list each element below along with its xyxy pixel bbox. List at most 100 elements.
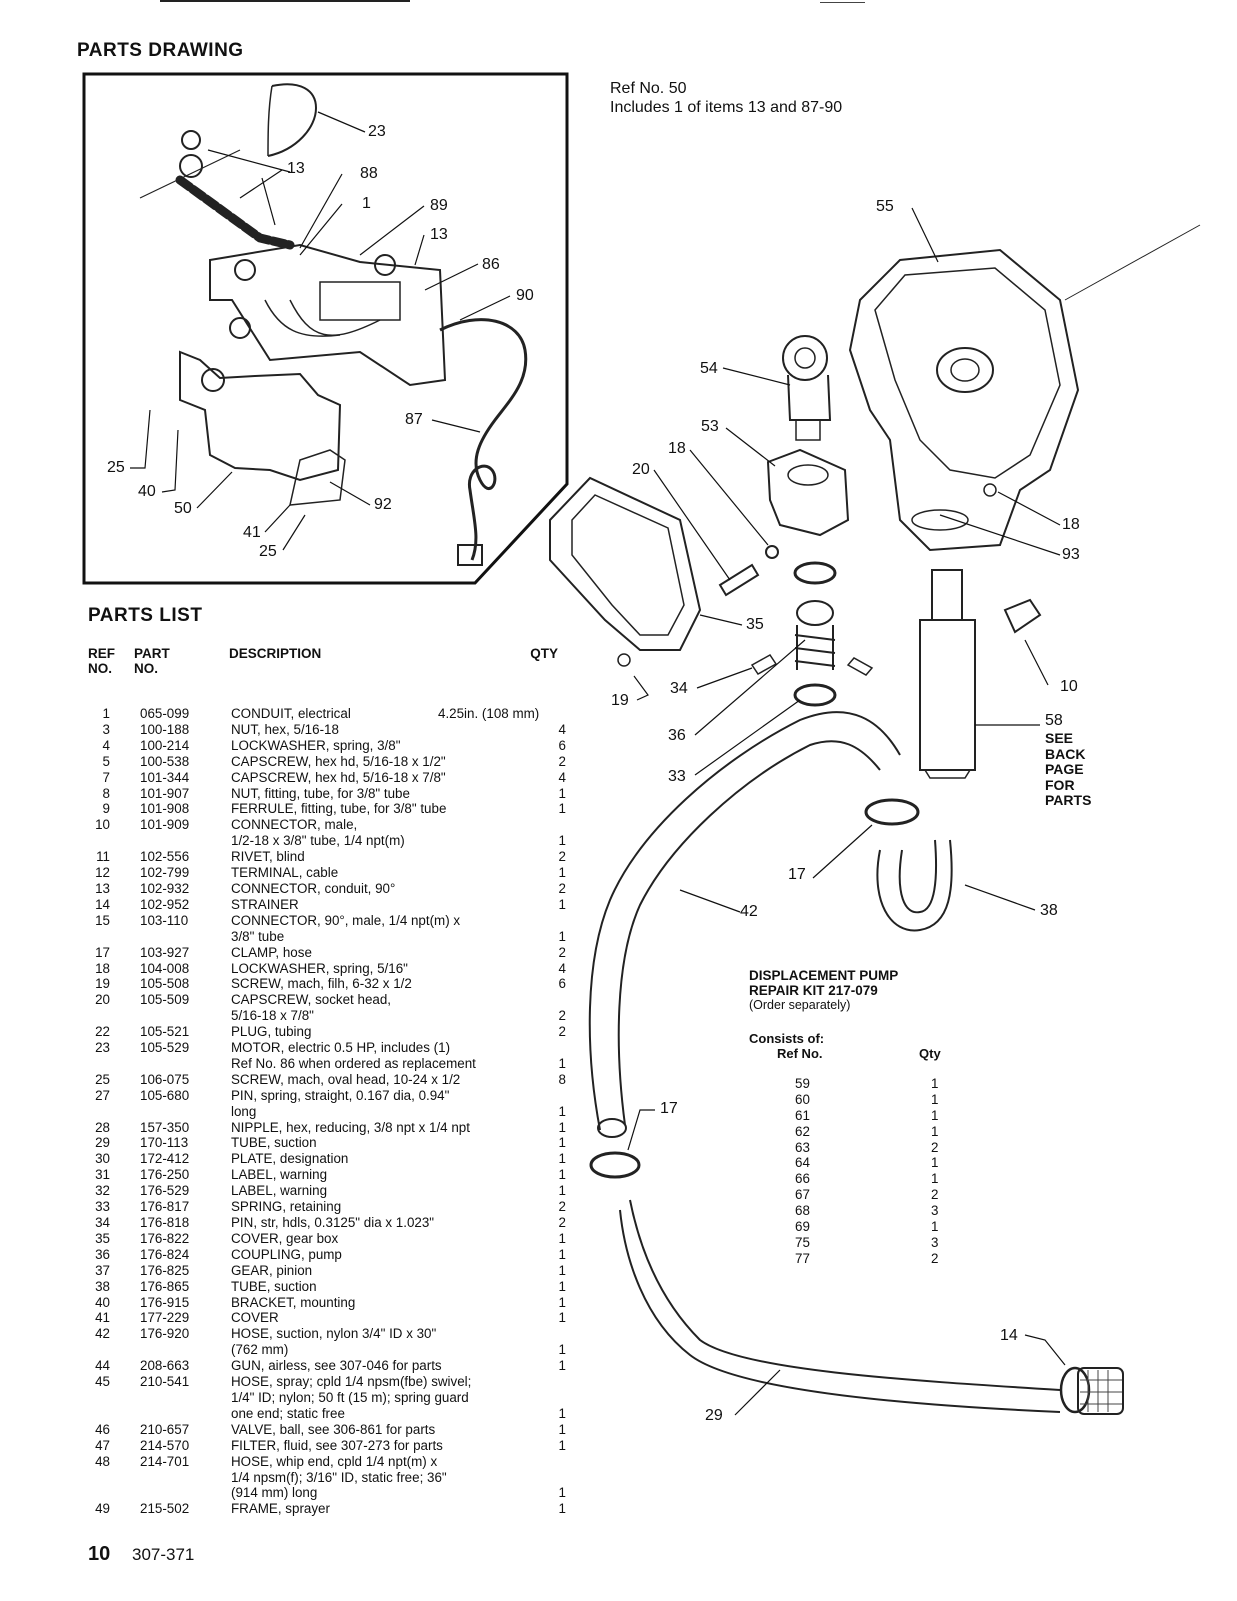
description-line: STRAINER [231, 896, 299, 912]
kit-qty: 3 [931, 1234, 939, 1250]
callout: 35 [746, 616, 764, 633]
ref-no: 42 [95, 1326, 110, 1342]
description-line: GEAR, pinion [231, 1262, 313, 1278]
description-line: PLATE, designation [231, 1151, 349, 1167]
qty: 1 [558, 1294, 566, 1310]
ref-no: 48 [95, 1453, 110, 1469]
qty: 1 [558, 1278, 566, 1294]
callout: 53 [701, 418, 719, 435]
description-line: HOSE, whip end, cpld 1/4 npt(m) x [231, 1453, 438, 1469]
part-no: 102-952 [140, 896, 190, 912]
description-line: SPRING, retaining [231, 1199, 342, 1215]
kit-qty: 2 [931, 1139, 939, 1155]
description-line: CAPSCREW, hex hd, 5/16-18 x 7/8" [231, 769, 446, 785]
qty: 2 [558, 1199, 566, 1215]
callout: 17 [788, 866, 806, 883]
top-rule-left [160, 0, 410, 2]
ref-note-line2: Includes 1 of items 13 and 87-90 [610, 99, 843, 116]
callout: 33 [668, 768, 686, 785]
callout: 19 [611, 692, 629, 709]
see-back-line: BACK [1045, 745, 1086, 762]
inset-callout: 13 [287, 160, 305, 177]
qty: 1 [558, 801, 566, 817]
ref-no: 15 [95, 912, 110, 928]
description: CAPSCREW, hex hd, 5/16-18 x 7/8" [231, 770, 531, 786]
description: BRACKET, mounting [231, 1295, 531, 1311]
part-no: 210-657 [140, 1421, 190, 1437]
callout: 36 [668, 727, 686, 744]
callout: 42 [740, 903, 758, 920]
ref-no: 17 [95, 944, 110, 960]
parts-list-title: PARTS LIST [88, 605, 203, 626]
part-no: 176-920 [140, 1326, 190, 1342]
part-no: 176-825 [140, 1262, 190, 1278]
description-line: one end; static free [231, 1405, 345, 1421]
description-line: SCREW, mach, filh, 6-32 x 1/2 [231, 976, 412, 992]
description-line: BRACKET, mounting [231, 1294, 356, 1310]
callout: 17 [660, 1100, 678, 1117]
part-no: 065-099 [140, 706, 190, 721]
part-no: 103-110 [140, 912, 189, 928]
kit-ref: 77 [795, 1250, 810, 1266]
repair-kit: DISPLACEMENT PUMP REPAIR KIT 217-079 (Or… [749, 968, 941, 1267]
part-no: 102-556 [140, 849, 190, 865]
description-line: COVER, gear box [231, 1230, 339, 1246]
part-no: 100-214 [140, 737, 190, 753]
description-line: CONNECTOR, male, [231, 817, 358, 833]
part-no: 176-824 [140, 1246, 190, 1262]
description: SCREW, mach, oval head, 10-24 x 1/2 [231, 1072, 531, 1088]
description-line: VALVE, ball, see 306-861 for parts [231, 1421, 436, 1437]
qty: 1 [558, 1405, 566, 1421]
kit-col-qty: Qty [919, 1046, 941, 1061]
see-back-line: PARTS [1045, 792, 1092, 808]
ref-no: 40 [95, 1294, 110, 1310]
ref-no: 27 [95, 1087, 110, 1103]
description: CONDUIT, electrical [231, 706, 531, 722]
description-line: NUT, fitting, tube, for 3/8" tube [231, 785, 410, 801]
callout: 18 [1062, 516, 1080, 533]
part-no: 101-908 [140, 801, 190, 817]
description-line: COVER [231, 1310, 279, 1326]
inset-callout: 50 [174, 500, 192, 517]
callout: 34 [670, 680, 688, 697]
description-line: long [231, 1103, 257, 1119]
qty: 2 [558, 753, 566, 769]
description-line: (762 mm) [231, 1342, 289, 1358]
inset-callout: 89 [430, 197, 448, 214]
qty: 1 [558, 1246, 566, 1262]
ref-no: 18 [95, 960, 110, 976]
part-no: 170-113 [140, 1135, 189, 1151]
ref-no: 47 [95, 1437, 110, 1453]
description: COUPLING, pump [231, 1247, 531, 1263]
see-back-line: PAGE [1045, 761, 1084, 777]
description: NUT, hex, 5/16-18 [231, 722, 531, 738]
description: HOSE, suction, nylon 3/4" ID x 30"(762 m… [231, 1326, 531, 1358]
description-line: LOCKWASHER, spring, 5/16" [231, 960, 408, 976]
description: CONNECTOR, male,1/2-18 x 3/8" tube, 1/4 … [231, 817, 531, 849]
callout: 54 [700, 360, 718, 377]
table-row: 40 176-915 BRACKET, mounting 1 [88, 1295, 566, 1311]
top-rule-right [820, 2, 865, 3]
description-line: PIN, str, hdls, 0.3125" dia x 1.023" [231, 1215, 435, 1230]
description-line: Ref No. 86 when ordered as replacement [231, 1055, 476, 1071]
part-no: 105-521 [140, 1024, 190, 1040]
part-no: 106-075 [140, 1071, 190, 1087]
inset-callout: 41 [243, 524, 261, 541]
header-description: DESCRIPTION [229, 646, 322, 661]
qty: 8 [558, 1071, 566, 1087]
see-back-note: SEE BACK PAGE FOR PARTS [1045, 730, 1092, 809]
part-no: 176-915 [140, 1294, 190, 1310]
part-no: 210-541 [140, 1374, 190, 1390]
